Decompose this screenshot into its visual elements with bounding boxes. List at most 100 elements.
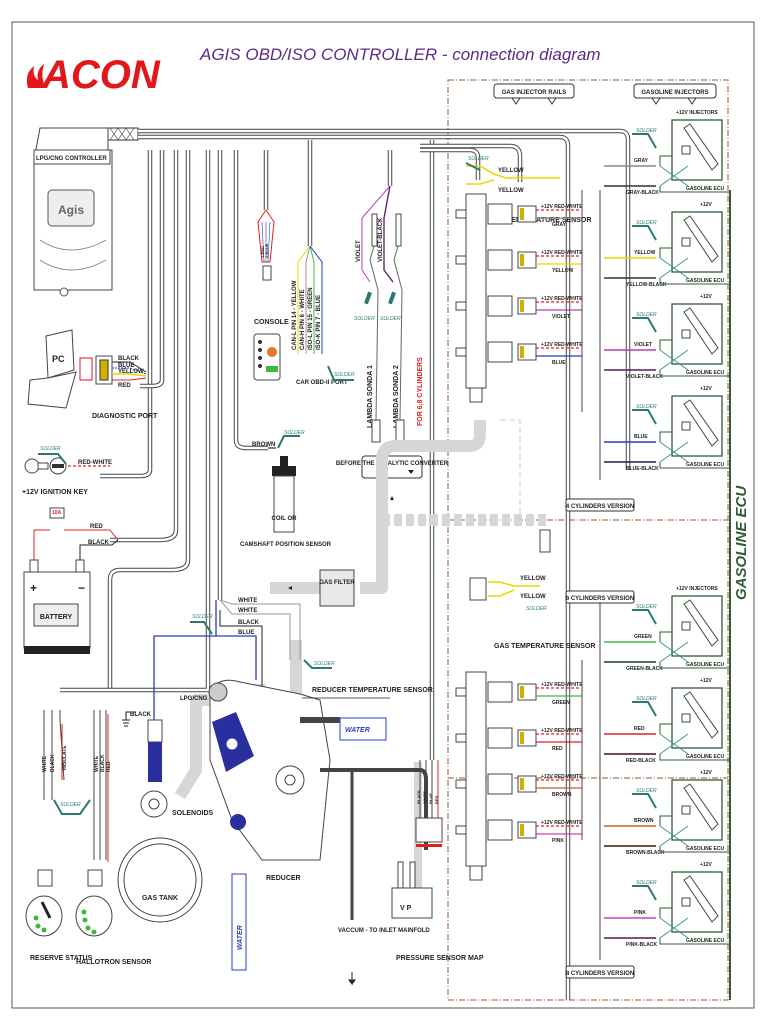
svg-text:+12V: +12V — [700, 202, 712, 208]
rail-wire-color: BLUE — [552, 360, 566, 366]
svg-text:GASOLINE ECU: GASOLINE ECU — [686, 278, 724, 284]
battery: 10A RED BLACK + − BATTERY — [23, 507, 119, 654]
version-4-label: 4 CYLINDERS VERSION — [565, 498, 635, 512]
vacuum-label: VACCUM - TO INLET MAINFOLD — [338, 928, 430, 934]
rail-wire-color: YELLOW — [552, 268, 574, 274]
svg-text:10A: 10A — [52, 510, 62, 516]
svg-text:GASOLINE ECU: GASOLINE ECU — [686, 462, 724, 468]
svg-text:SOLDER: SOLDER — [636, 220, 657, 226]
svg-text:BLACK: BLACK — [50, 754, 56, 772]
rail-wire-color: GRAY — [552, 222, 567, 228]
svg-text:+12V: +12V — [700, 294, 712, 300]
injector-icon — [683, 215, 719, 263]
svg-text:YELLOW: YELLOW — [520, 576, 546, 582]
svg-text:ISO-L PIN 15 - GREEN: ISO-L PIN 15 - GREEN — [308, 287, 314, 350]
svg-text:SOLDER: SOLDER — [354, 316, 375, 322]
cut-scissors-icon — [659, 257, 689, 279]
svg-text:YELLOW: YELLOW — [520, 594, 546, 600]
car-obd-label: CAR OBD-II PORT — [296, 380, 348, 386]
svg-text:WHITE: WHITE — [94, 755, 100, 772]
acon-logo: ACON — [26, 53, 161, 97]
gas-tank-label: GAS TANK — [142, 895, 178, 902]
svg-text:GASOLINE ECU: GASOLINE ECU — [686, 846, 724, 852]
svg-text:GAS INJECTOR RAILS: GAS INJECTOR RAILS — [502, 90, 567, 96]
svg-text:BLACK: BLACK — [238, 620, 260, 626]
svg-text:RED: RED — [106, 761, 112, 772]
svg-text:BROWN-BLACK: BROWN-BLACK — [626, 850, 665, 856]
diagnostic-port: BLACK BLUE YELLOW RED DIAGNOSTIC PORT — [79, 355, 158, 420]
svg-text:GREEN: GREEN — [634, 634, 652, 640]
svg-text:+12V RED-WHITE: +12V RED-WHITE — [541, 728, 583, 734]
page-title: AGIS OBD/ISO CONTROLLER - connection dia… — [199, 45, 601, 64]
ignition-key: SOLDER RED-WHITE +12V IGNITION KEY — [22, 446, 112, 496]
svg-text:+: + — [30, 581, 37, 595]
pressure-sensor-label: PRESSURE SENSOR MAP — [396, 955, 484, 962]
svg-text:GASOLINE ECU: GASOLINE ECU — [686, 938, 724, 944]
diagnostic-port-label: DIAGNOSTIC PORT — [92, 413, 158, 420]
injector-icon — [683, 783, 719, 831]
svg-text:GAS TEMPERATURE SENSOR: GAS TEMPERATURE SENSOR — [494, 643, 595, 650]
svg-text:+12V RED-WHITE: +12V RED-WHITE — [541, 250, 583, 256]
svg-text:SOLDER: SOLDER — [468, 156, 489, 162]
svg-text:COIL OR: COIL OR — [272, 516, 298, 522]
svg-text:SOLDER: SOLDER — [636, 404, 657, 410]
injector-icon — [683, 691, 719, 739]
console: 1-RED 2-BLUE CONSOLE — [253, 209, 289, 381]
svg-text:WHITE: WHITE — [238, 598, 257, 604]
svg-text:PINK-BLACK: PINK-BLACK — [626, 942, 657, 948]
camshaft-label: CAMSHAFT POSITION SENSOR — [240, 542, 332, 548]
console-device — [253, 333, 281, 381]
gasoline-injectors-callout: GASOLINE INJECTORS — [633, 83, 717, 105]
coil-sensor: BROWN SOLDER COIL OR CAMSHAFT POSITION S… — [240, 430, 332, 548]
reserve-sensor-icon — [25, 895, 63, 937]
svg-text:+12V INJECTORS: +12V INJECTORS — [676, 110, 718, 116]
svg-text:VIOLET: VIOLET — [634, 342, 652, 348]
rail-wire-color: PINK — [552, 838, 564, 844]
controller-mount-icon — [59, 287, 69, 297]
svg-text:BROWN: BROWN — [252, 442, 275, 448]
svg-text:6 CYLINDERS VERSION: 6 CYLINDERS VERSION — [566, 596, 634, 602]
svg-text:SOLDER: SOLDER — [636, 696, 657, 702]
solenoids-label: SOLENOIDS — [172, 810, 214, 817]
svg-text:V P: V P — [400, 905, 412, 912]
svg-text:RED: RED — [434, 795, 439, 804]
svg-text:VIOLET-BLACK: VIOLET-BLACK — [626, 374, 663, 380]
svg-text:RED: RED — [90, 524, 103, 530]
svg-text:BLACK: BLACK — [416, 790, 421, 804]
svg-text:SOLDER: SOLDER — [636, 880, 657, 886]
solder-icon — [632, 885, 657, 901]
version-6-label: 6 CYLINDERS VERSION — [565, 590, 635, 604]
svg-text:RED-BLACK: RED-BLACK — [626, 758, 656, 764]
injector-icon — [683, 599, 719, 647]
svg-text:CAN-H PIN 6 - WHITE: CAN-H PIN 6 - WHITE — [300, 289, 306, 350]
lpg-cng-controller: LPG/CNG CONTROLLER Agis — [33, 127, 113, 297]
svg-text:YELLOW-BLACK: YELLOW-BLACK — [626, 282, 667, 288]
svg-text:CAN-L PIN 14 - YELLOW: CAN-L PIN 14 - YELLOW — [292, 280, 298, 350]
svg-text:+12V: +12V — [700, 862, 712, 868]
svg-text:4 CYLINDERS VERSION: 4 CYLINDERS VERSION — [566, 504, 634, 510]
fuse-icon — [49, 507, 65, 519]
svg-text:SOLDER: SOLDER — [636, 128, 657, 134]
svg-text:GREEN-BLACK: GREEN-BLACK — [626, 666, 663, 672]
reserve-status-label: RESERVE STATUS — [30, 955, 93, 962]
svg-text:BLACK: BLACK — [118, 356, 140, 362]
reducer-temp-label: REDUCER TEMPERATURE SENSOR — [312, 687, 433, 694]
svg-text:GRAY: GRAY — [634, 158, 649, 164]
svg-text:VIOLET: VIOLET — [356, 240, 362, 262]
cut-scissors-icon — [659, 641, 689, 663]
svg-text:BLACK: BLACK — [130, 712, 152, 718]
svg-text:BLUE: BLUE — [238, 630, 254, 636]
braided-sleeve — [107, 127, 139, 141]
cut-scissors-icon — [659, 165, 689, 187]
svg-text:BLACK: BLACK — [100, 754, 106, 772]
